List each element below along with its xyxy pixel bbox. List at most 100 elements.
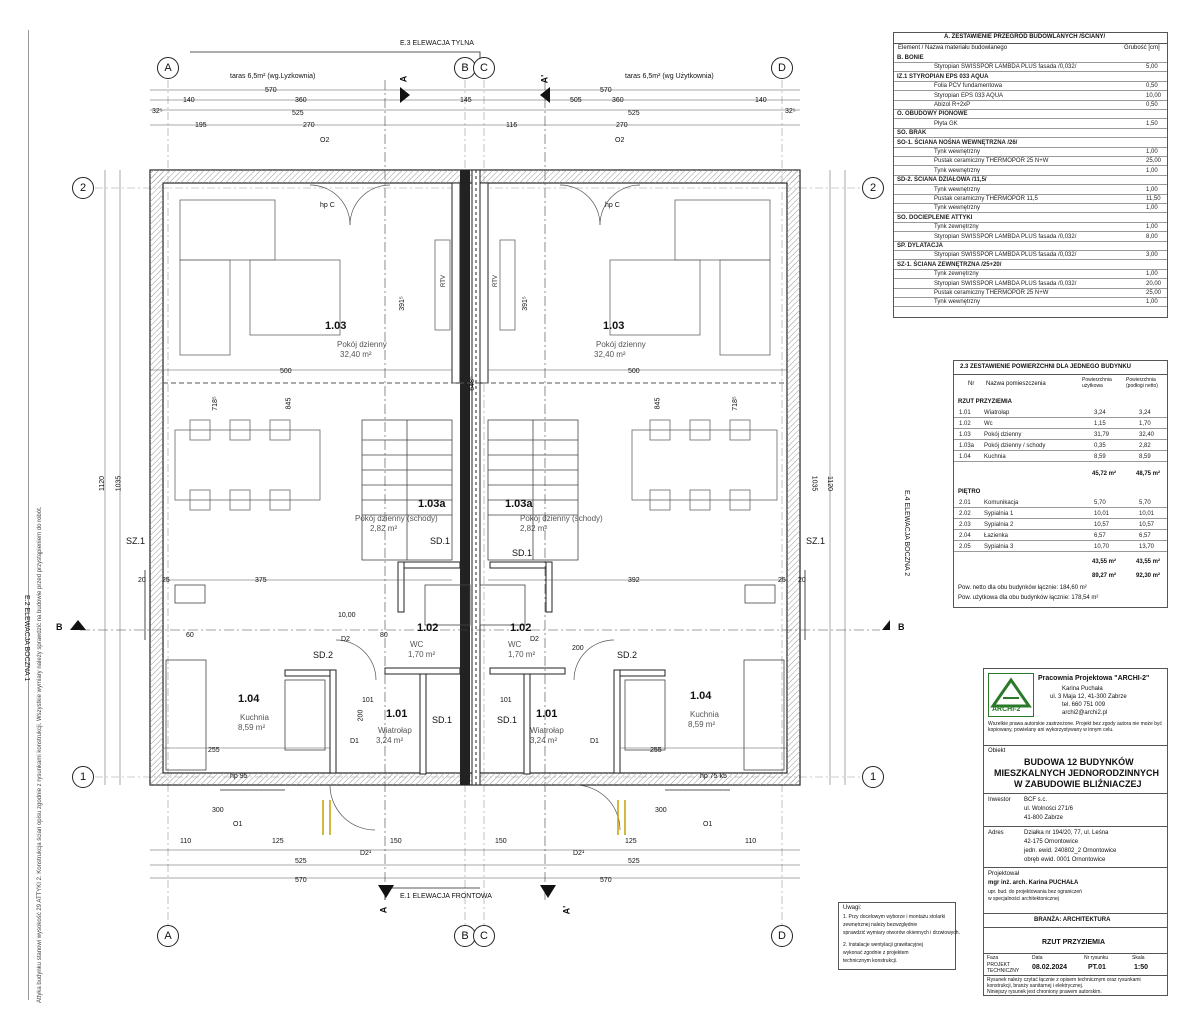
material-thickness: 1,00 [1146, 271, 1158, 278]
room-102-right-name: WC [508, 640, 522, 649]
material-row: Styropian SWISSPOR LAMBDA PLUS fasada /0… [894, 251, 1167, 261]
room-103a-right-area: 2,82 m² [520, 524, 548, 533]
dim-top-270-right: 270 [616, 122, 628, 129]
first-sum-b: 43,55 m² [1136, 559, 1161, 565]
material-thickness: 0,50 [1146, 102, 1158, 108]
dim-top-570-left: 570 [265, 87, 277, 94]
material-thickness: 1,00 [1146, 186, 1158, 193]
material-thickness: 1,00 [1146, 224, 1158, 231]
room-101-left-area: 3,24 m² [376, 736, 404, 745]
axis-1-left: 1 [72, 766, 94, 788]
dim-bottom-150-left: 150 [390, 838, 402, 845]
hp75: hp 75 k5 [700, 773, 727, 780]
materials-col2: Grubość [cm] [1124, 45, 1160, 51]
dim-bottom-110-right: 110 [745, 838, 757, 845]
dim-top-360-right: 360 [612, 97, 624, 104]
material-name: Pustak ceramiczny THERMOPOR 25 N+W [934, 290, 1049, 296]
dim-top-116: 116 [506, 122, 518, 129]
material-name: SO. BRAK [897, 130, 927, 137]
room-104-left: 1.04 [238, 693, 260, 705]
d1-right: D1 [590, 738, 599, 745]
sz1-left: SZ.1 [126, 536, 146, 546]
material-name: Styropian SWISSPOR LAMBDA PLUS fasada /0… [934, 233, 1077, 240]
dim-20-right: 20 [798, 577, 806, 584]
areas-note-2: Pow. użytkowa dla obu budynków łącznie: … [958, 595, 1099, 601]
branch: BRANŻA: ARCHITEKTURA [1034, 917, 1111, 923]
notes-line-3: sprawdzić wymiary otworów okiennych i dr… [843, 930, 960, 936]
dim-top-525-right: 525 [628, 110, 640, 117]
areas-title: 2.3 ZESTAWIENIE POWIERZCHNI DLA JEDNEGO … [960, 364, 1132, 370]
dim-375: 375 [255, 577, 267, 584]
room-104-right-area: 8,59 m² [688, 720, 716, 729]
area-cell-a: 10,70 [1094, 544, 1110, 550]
material-row: SP. DYLATACJA [894, 242, 1167, 251]
room-103-left: 1.03 [325, 320, 347, 332]
inv-1: BCF s.c. [1024, 797, 1048, 803]
dim-top-32-left: 32⁵ [152, 108, 163, 115]
dim-bottom-110-left: 110 [180, 838, 192, 845]
dim-top-570-right: 570 [600, 87, 612, 94]
area-cell-name: Pokój dzienny [984, 432, 1022, 438]
section-A-top: A [398, 75, 409, 83]
room-104-left-name: Kuchnia [240, 713, 269, 722]
sheet-title: RZUT PRZYZIEMIA [1042, 939, 1105, 946]
title-line-3: W ZABUDOWIE BLIŹNIACZEJ [1014, 779, 1142, 789]
rtv-left: RTV [440, 275, 447, 287]
dim-255-left: 255 [208, 747, 220, 754]
material-name: IZ.1 STYROPIAN EPS 033 AQUA [897, 73, 989, 80]
notes-line-2: zewnętrznej należy bezwzględnie [843, 922, 918, 928]
dim-left-1035: 1035 [115, 475, 123, 492]
area-cell-no: 2.05 [959, 544, 971, 550]
sz1-right: SZ.1 [806, 536, 826, 546]
area-cell-b: 1,70 [1139, 421, 1151, 427]
d2-left: D2 [341, 636, 350, 643]
axis-D-bottom: D [771, 925, 793, 947]
material-thickness: 1,50 [1146, 120, 1158, 127]
des-label: Projektował [988, 871, 1020, 877]
hp-left: hp C [320, 202, 335, 209]
dim-left-1120: 1120 [99, 475, 107, 492]
material-row: SO-1. ŚCIANA NOŚNA WEWNĘTRZNA /26/ [894, 139, 1167, 148]
material-thickness: 25,00 [1146, 158, 1162, 165]
notes-line-4: 2. Instalacje wentylacji grawitacyjnej [843, 942, 924, 948]
company-addr: ul. 3 Maja 12, 41-300 Zabrze [1050, 694, 1127, 700]
sd1-right: SD.1 [497, 715, 518, 725]
area-cell-a: 10,57 [1094, 522, 1110, 528]
area-cell-a: 0,35 [1094, 443, 1106, 449]
dim-255-right: 255 [650, 747, 662, 754]
material-name: O. OBUDOWY PIONOWE [897, 111, 968, 118]
dim-101-right: 101 [500, 697, 512, 704]
material-name: Tynk wewnętrzny [934, 205, 981, 212]
material-name: Styropian EPS 033 AQUA [934, 92, 1004, 99]
material-row: SO. BRAK [894, 129, 1167, 139]
dim-bottom-125-right: 125 [625, 838, 637, 845]
date-label: Data [1032, 955, 1043, 961]
company-mail: archi2@archi2.pl [1062, 710, 1108, 716]
area-cell-name: Komunikacja [984, 500, 1019, 506]
area-cell-name: Wiatrołap [984, 410, 1010, 416]
dim-bottom-525-left: 525 [295, 858, 307, 865]
front-elevation-label: E.1 ELEWACJA FRONTOWA [400, 893, 492, 900]
area-cell-b: 3,24 [1139, 410, 1151, 416]
dim-60: 60 [186, 632, 194, 639]
dim-top-525-left: 525 [292, 110, 304, 117]
floor-plan [70, 51, 890, 930]
area-cell-no: 1.03 [959, 432, 971, 438]
o1-left: O1 [233, 821, 243, 828]
dim-500-left: 500 [280, 368, 292, 375]
dim-top-140-left: 140 [183, 97, 195, 104]
room-102-left-area: 1,70 m² [408, 650, 436, 659]
axis-C-top: C [473, 57, 495, 79]
area-cell-name: Kuchnia [984, 454, 1006, 460]
date: 08.02.2024 [1032, 964, 1068, 971]
material-name: SP. DYLATACJA [897, 243, 944, 249]
